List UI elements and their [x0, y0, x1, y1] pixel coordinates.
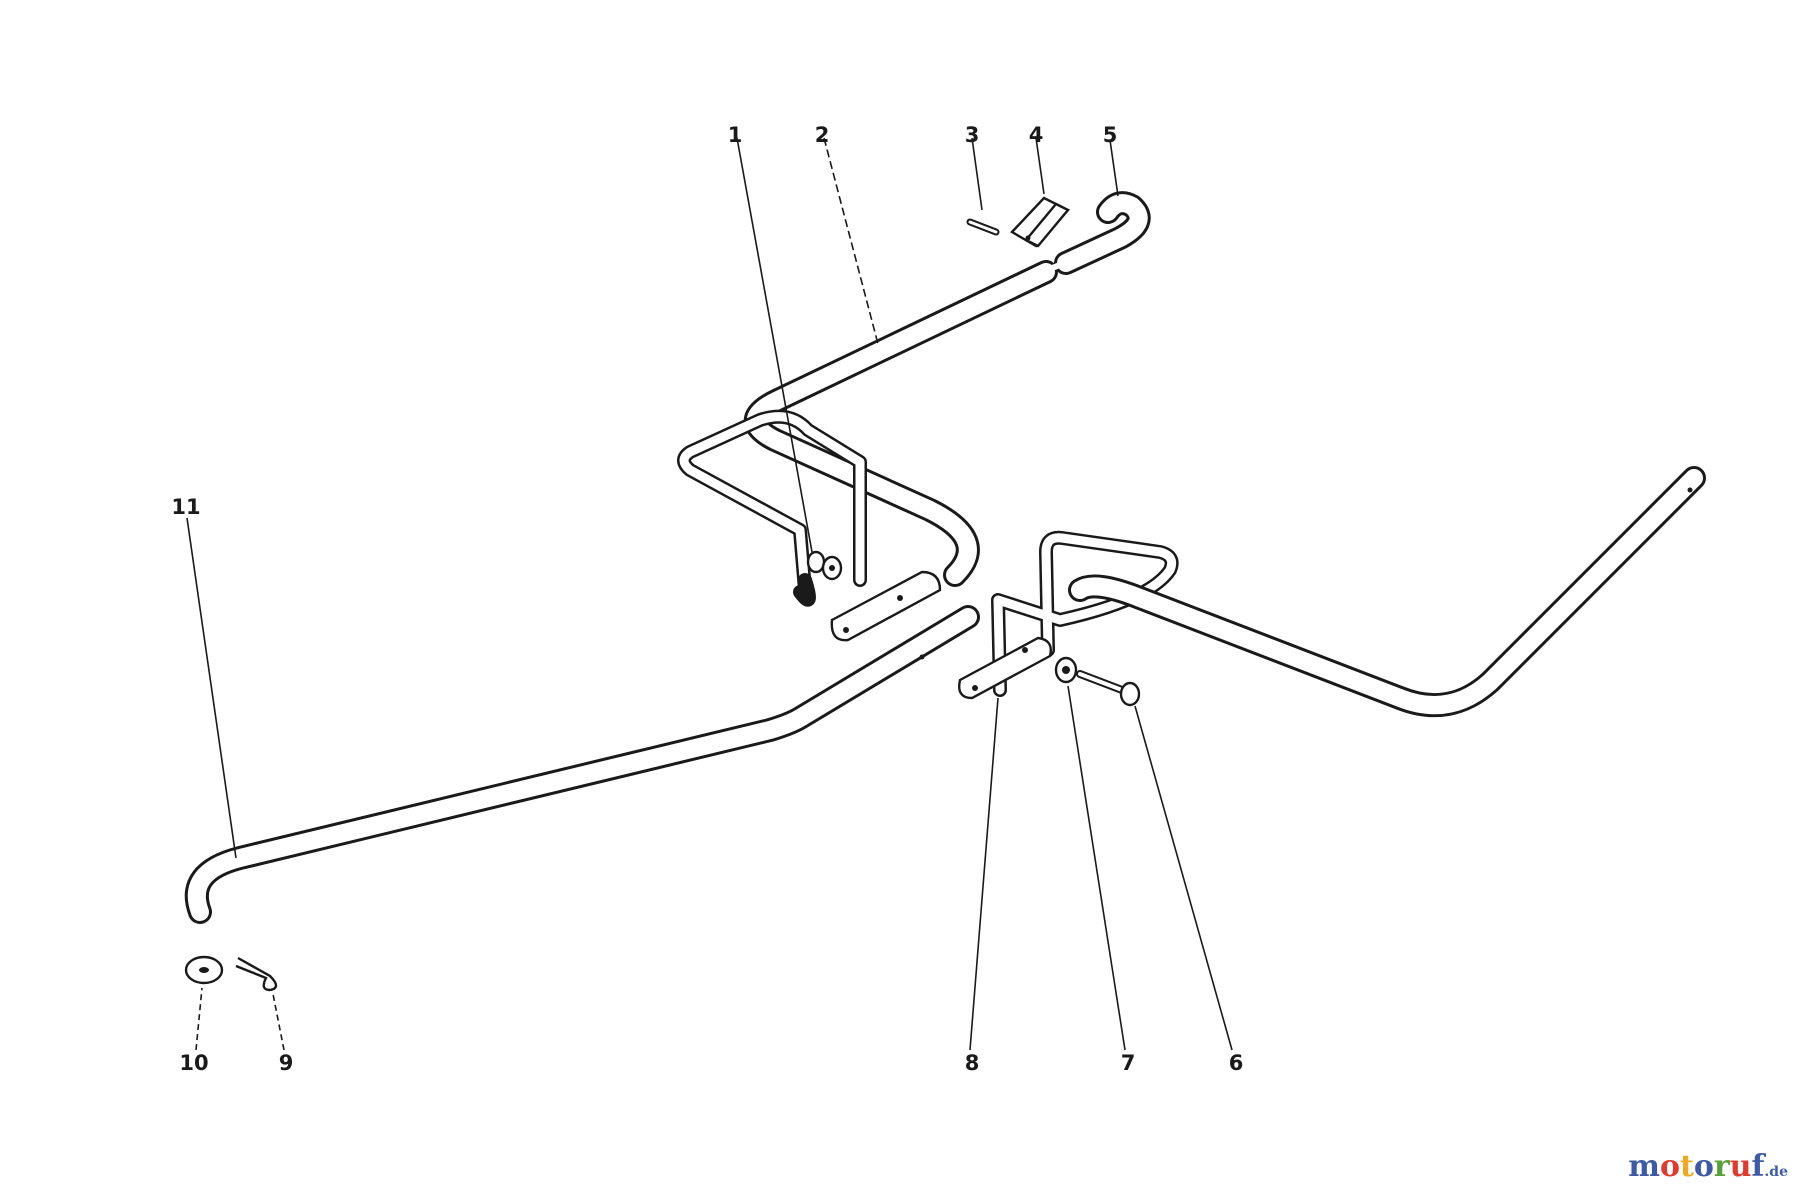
- callout-9: 9: [279, 1051, 294, 1075]
- callout-labels: 1 2 3 4 5 6 7 8 9 10 11: [171, 123, 1243, 1075]
- leader-lines: [186, 137, 1233, 1051]
- flat-washer: [184, 955, 224, 985]
- callout-11: 11: [171, 495, 200, 519]
- watermark-logo: motoruf.de: [1628, 1149, 1788, 1184]
- watermark-suffix: .de: [1764, 1164, 1788, 1180]
- right-wire-bail: [991, 530, 1179, 697]
- watermark-text: motoruf: [1628, 1149, 1765, 1184]
- callout-4: 4: [1029, 123, 1044, 147]
- callout-2: 2: [815, 123, 830, 147]
- bolt: [1076, 670, 1141, 707]
- right-mounting-plate: [958, 636, 1052, 700]
- callout-1: 1: [728, 123, 743, 147]
- callout-8: 8: [965, 1051, 980, 1075]
- bracket-clip: [1010, 196, 1070, 248]
- lock-washer: [1054, 656, 1078, 684]
- callout-10: 10: [179, 1051, 208, 1075]
- washer: [806, 550, 843, 581]
- callout-6: 6: [1229, 1051, 1244, 1075]
- upper-handle-bar: [743, 260, 1058, 587]
- pin: [966, 218, 1000, 236]
- hairpin-cotter: [235, 956, 278, 992]
- left-mounting-plate: [830, 570, 942, 642]
- right-handle-bar: [1068, 466, 1706, 718]
- callout-5: 5: [1103, 123, 1118, 147]
- handle-grip: [1050, 191, 1151, 275]
- lower-handle-bar: [184, 605, 980, 924]
- callout-7: 7: [1121, 1051, 1136, 1075]
- callout-3: 3: [965, 123, 980, 147]
- left-wire-bail: [677, 409, 867, 607]
